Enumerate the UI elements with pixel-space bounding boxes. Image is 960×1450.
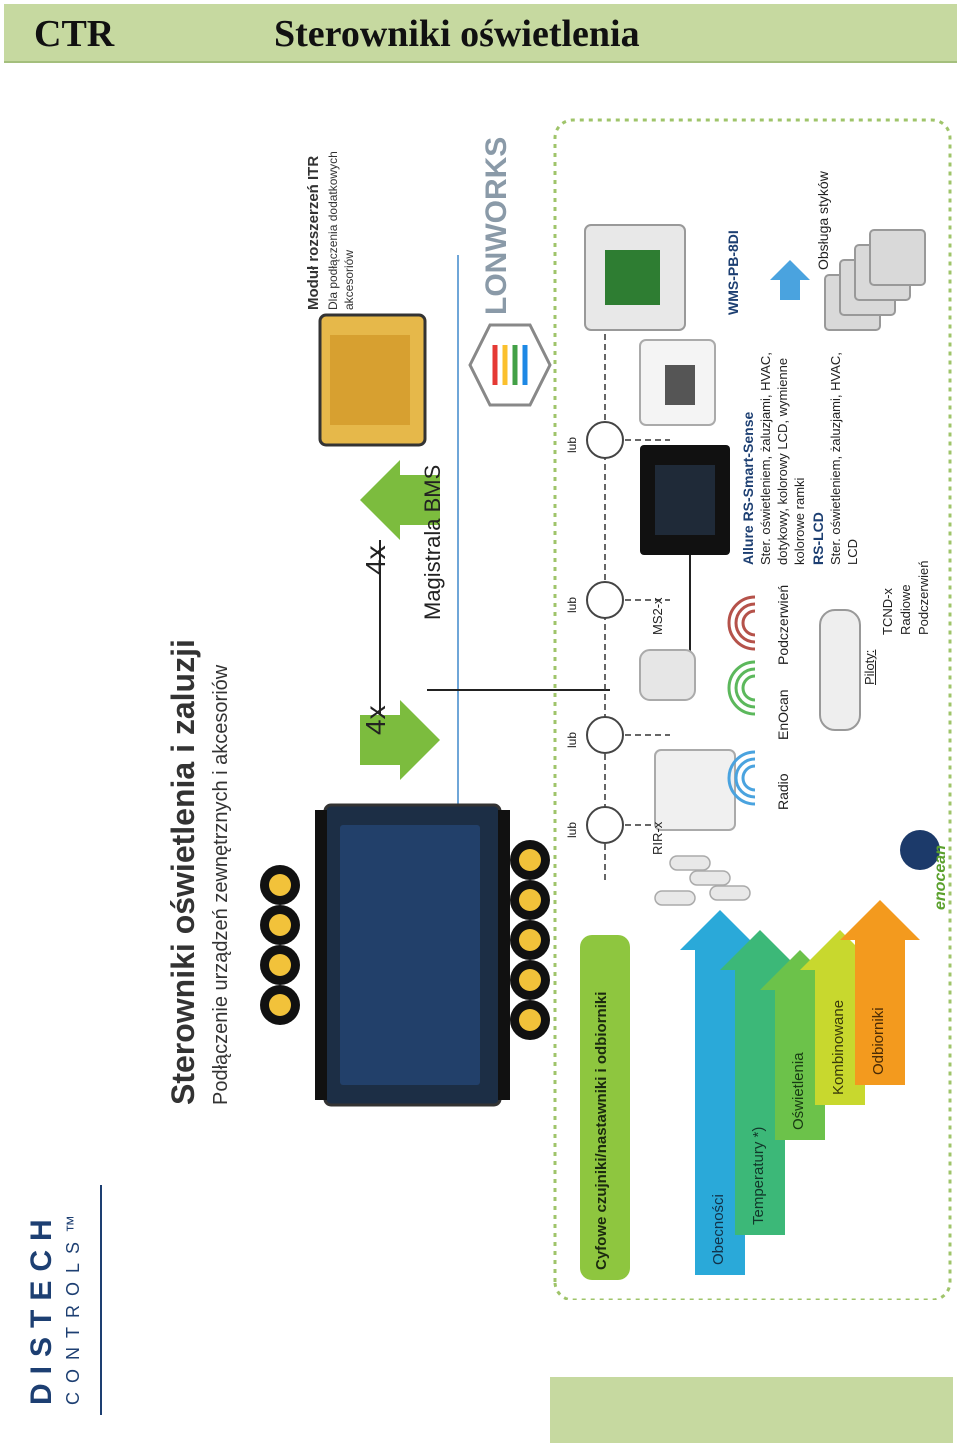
allure-line3: kolorowe ramki: [792, 477, 807, 565]
enocean-label: EnOcan: [775, 689, 791, 740]
itr-desc-line1: Dla podłączenia dodatkowych: [326, 151, 340, 310]
lub-circle: [586, 421, 624, 459]
lub-circle: [586, 581, 624, 619]
category-arrows: [680, 900, 920, 1275]
arrow-left-icon: [770, 260, 810, 300]
arrow-label-obecnosci: Obecności: [710, 1194, 727, 1265]
multiplier-up-label: 4x: [360, 545, 391, 575]
arrow-label-odbiorniki: Odbiorniki: [870, 1007, 887, 1075]
lonworks-logo-icon: [468, 323, 552, 407]
accessory-plugs: [654, 855, 751, 906]
arrow-label-temperatury: Temperatury *): [750, 1126, 767, 1225]
distech-logo: DISTECH CONTROLS™: [15, 1185, 105, 1415]
arrow-label-oswietlenia: Oświetlenia: [790, 1052, 807, 1130]
rslcd-title: RS-LCD: [810, 512, 826, 565]
rir-label: RIR-x: [650, 821, 665, 855]
sensors-box: [580, 935, 630, 1280]
itr-title: Moduł rozszerzeń ITR: [305, 155, 322, 310]
sensors-box-label: Cyfowe czujniki/nastawniki i odbiorniki: [593, 991, 610, 1270]
logo-line1: DISTECH: [25, 1210, 58, 1405]
ms2-sensor-device: [639, 649, 696, 701]
ms2-label: MS2-x: [650, 597, 665, 635]
lub-label: lub: [565, 731, 579, 748]
header-title: Sterowniki oświetlenia: [274, 13, 640, 55]
allure-title: Allure RS-Smart-Sense: [740, 411, 756, 565]
itr-desc-line2: akcesoriów: [342, 249, 356, 310]
tcnd-line2: Radiowe: [898, 584, 913, 635]
piloty-label: Piloty:: [862, 649, 877, 685]
diagram-graphics: [260, 118, 952, 1300]
footer-box: [550, 1377, 953, 1443]
signal-waves-icon: [727, 595, 756, 806]
bms-bus-label: Magistrala BMS: [420, 464, 445, 620]
lub-label: lub: [565, 596, 579, 613]
ir-label: Podczerwień: [775, 584, 791, 665]
header-bar: CTR Sterowniki oświetlenia: [4, 4, 957, 63]
rslcd-line2: LCD: [845, 538, 860, 565]
tcnd-line3: Podczerwień: [916, 560, 931, 635]
lub-circle: [586, 716, 624, 754]
lub-circle: [586, 806, 624, 844]
arrow-down-icon: [360, 700, 440, 780]
multiplier-down-label: 4x: [360, 705, 391, 735]
diagram-canvas: Sterowniki oświetlenia i zaluzji Podłącz…: [150, 115, 960, 1300]
lub-label: lub: [565, 821, 579, 838]
diagram-title: Sterowniki oświetlenia i zaluzji: [165, 639, 201, 1105]
diagram-subtitle: Podłączenie urządzeń zewnętrznych i akce…: [210, 664, 232, 1105]
dotted-frame: [553, 118, 952, 1300]
remote-control-device: [819, 609, 861, 731]
rir-sensor-device: [654, 749, 736, 831]
lamp-icons: [260, 840, 550, 1040]
radio-label: Radio: [775, 773, 791, 810]
enocean-logo-text: enocean: [932, 845, 949, 910]
contacts-label: Obsługa styków: [815, 171, 831, 270]
lub-label: lub: [565, 436, 579, 453]
wms-label: WMS-PB-8DI: [725, 230, 741, 315]
arrow-label-kombinowane: Kombinowane: [830, 999, 847, 1095]
header-left-label: CTR: [34, 13, 115, 55]
enocean-logo-icon: [900, 830, 940, 870]
logo-line2: CONTROLS™: [63, 1205, 83, 1405]
lonworks-label: LONWORKS: [480, 136, 513, 315]
arrow-up-icon: [360, 460, 440, 540]
rslcd-line1: Ster. oświetleniem, żaluzjami, HVAC,: [828, 352, 843, 565]
allure-line1: Ster. oświetleniem, żaluzjami, HVAC,: [758, 352, 773, 565]
contact-switches: [824, 229, 926, 331]
allure-line2: dotykowy, kolorowy LCD, wymienne: [775, 357, 790, 565]
tcnd-line1: TCND-x: [880, 588, 895, 635]
